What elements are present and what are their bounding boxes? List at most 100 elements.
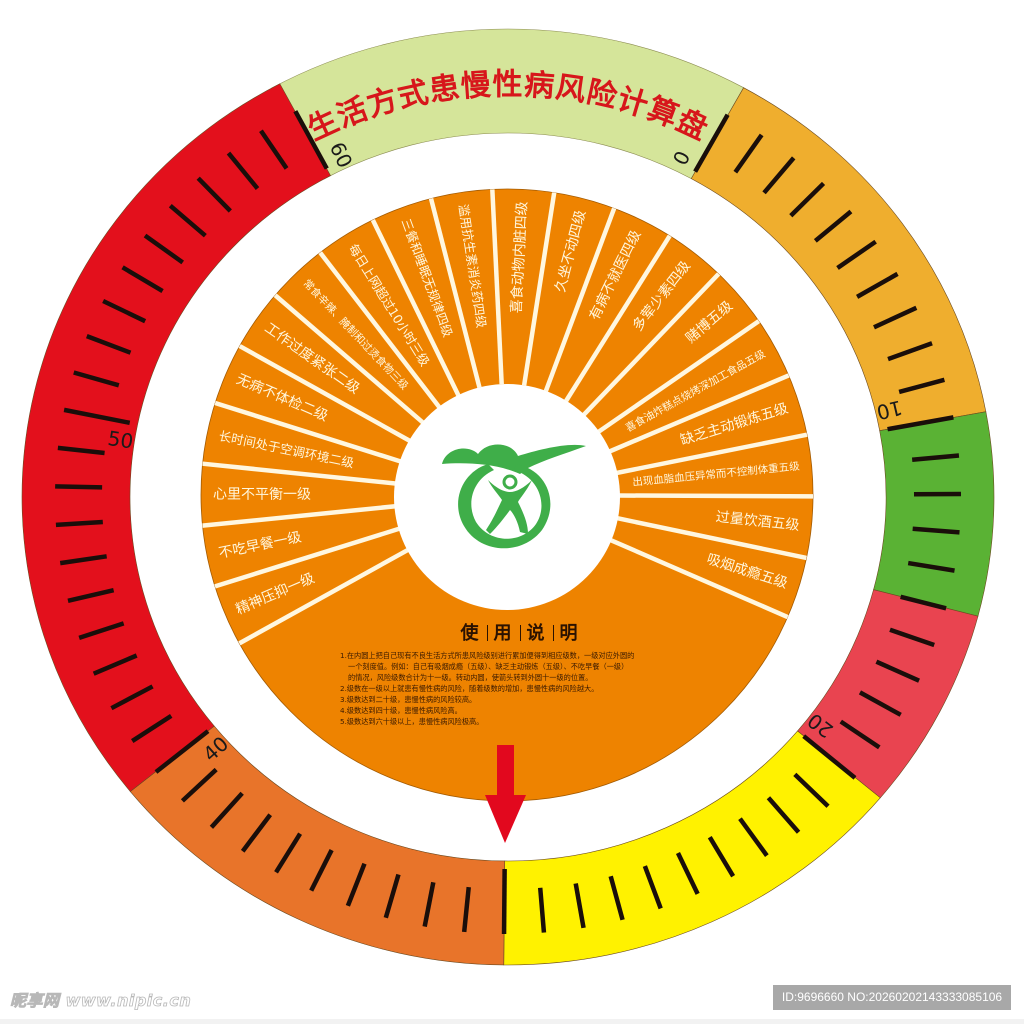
scale-tick — [887, 415, 954, 432]
scale-tick — [873, 305, 918, 330]
scale-tick — [642, 865, 663, 910]
scale-tick — [121, 265, 164, 293]
wedge-divider — [238, 546, 412, 646]
heading-char: 使 — [460, 623, 481, 644]
scale-tick — [422, 881, 436, 927]
scale-tick — [875, 659, 920, 683]
scale-tick — [92, 653, 138, 676]
wedge-divider — [214, 525, 402, 589]
wedge-divider — [582, 272, 721, 417]
scale-tick — [102, 298, 147, 324]
wedge-divider — [597, 319, 761, 434]
scale-tick — [766, 796, 801, 834]
wedge-divider — [238, 344, 412, 443]
scale-tick — [131, 714, 173, 743]
scale-tick — [839, 719, 881, 750]
scale-tick — [168, 204, 207, 238]
usage-instructions: 使用说明 1.在内圆上把自己现有不良生活方式所患风险级别进行累加便得到相应级数，… — [340, 624, 700, 727]
scale-tick — [911, 453, 960, 463]
health-runner-logo — [442, 444, 586, 549]
scale-tick — [707, 836, 736, 878]
risk-factor-wedge-label: 心里不平衡一级 — [213, 487, 311, 503]
scale-tick — [154, 729, 210, 774]
scale-tick — [309, 849, 334, 892]
bottom-strip — [0, 1019, 1024, 1024]
scale-tick — [196, 176, 232, 213]
scale-tick — [383, 873, 401, 919]
scale-tick — [209, 791, 244, 829]
scale-segment-red — [21, 83, 331, 792]
wedge-divider — [428, 198, 482, 389]
scale-tick — [274, 832, 303, 874]
instruction-line: 3.级数达到二十级，患慢性病的风险较高。 — [340, 695, 477, 704]
scale-tick — [86, 334, 132, 355]
scale-tick — [63, 407, 131, 426]
scale-tick — [259, 129, 289, 170]
instruction-line: 2.级数在一级以上就患有慢性病的风险，随着级数的增加，患慢性病的风险越大。 — [340, 684, 599, 693]
scale-tick — [887, 341, 933, 362]
instruction-line: 一个刻度值。例如：自己有吸烟成瘾（五级）、缺乏主动锻炼（五级）、不吃早餐（一级） — [348, 662, 629, 671]
wedge-divider — [543, 207, 617, 392]
wedge-divider — [615, 515, 807, 561]
outer-scale-ring[interactable] — [21, 28, 995, 966]
wedge-divider — [370, 218, 461, 397]
scale-tick — [57, 445, 105, 456]
heading-char: 明 — [559, 623, 580, 644]
scale-tick — [802, 734, 857, 780]
heading-char: 说 — [526, 623, 547, 644]
scale-tick — [793, 772, 830, 808]
scale-tick — [110, 684, 154, 711]
scale-tick — [226, 151, 260, 190]
scale-tick — [889, 627, 935, 648]
instruction-line: 的情况，风险级数合计为十一级。转动内圆，使箭头转到外圆十一级的位置。 — [348, 673, 593, 682]
wedge-divider — [318, 251, 442, 409]
scale-tick — [693, 113, 730, 173]
wedge-divider — [202, 461, 397, 486]
scale-tick — [345, 862, 367, 907]
scale-tick — [501, 868, 507, 935]
wedge-divider — [608, 373, 790, 454]
scale-tick — [738, 817, 769, 857]
wedge-divider — [607, 537, 789, 620]
scale-tick — [900, 594, 947, 611]
risk-factor-wedge-label: 喜食动物内脏四级 — [508, 201, 531, 314]
scale-tick — [59, 554, 107, 566]
scale-tick — [143, 233, 184, 265]
scale-tick — [67, 587, 115, 604]
scale-label: 10 — [874, 395, 904, 424]
scale-tick — [573, 883, 586, 929]
scale-tick — [78, 621, 125, 640]
scale-tick — [73, 370, 120, 388]
scale-segment-green — [873, 411, 995, 617]
scale-tick — [907, 560, 955, 573]
instruction-line: 5.级数达到六十级以上，患慢性病风险极高。 — [340, 717, 484, 726]
scale-label: 50 — [106, 426, 135, 454]
pointer-arrow — [485, 745, 526, 843]
instruction-line: 1.在内圆上把自己现有不良生活方式所患风险级别进行累加便得到相应级数，一级对应外… — [340, 651, 635, 660]
wedge-divider — [564, 234, 672, 403]
scale-tick — [608, 875, 625, 921]
wedge-divider — [202, 503, 397, 528]
instruction-line: 4.级数达到四十级，患慢性病风险高。 — [340, 706, 462, 715]
image-id-badge: ID:9696660 NO:20260202143333085106 — [773, 985, 1011, 1010]
wedge-divider — [490, 189, 504, 385]
scale-tick — [180, 767, 218, 803]
scale-tick — [733, 133, 764, 174]
wedge-divider — [617, 493, 814, 499]
scale-tick — [240, 813, 273, 853]
heading-char: 用 — [493, 623, 514, 644]
scale-ticks — [55, 110, 962, 935]
scale-tick — [912, 526, 960, 535]
scale-tick — [537, 887, 547, 933]
wedge-divider — [214, 400, 402, 464]
scale-tick — [836, 239, 877, 270]
scale-tick — [55, 519, 103, 528]
scale-tick — [461, 886, 471, 933]
scale-tick — [789, 181, 826, 218]
scale-tick — [293, 110, 329, 170]
scale-tick — [762, 156, 796, 195]
scale-tick — [813, 209, 853, 243]
wedge-divider — [273, 293, 425, 425]
scale-tick — [675, 852, 700, 895]
